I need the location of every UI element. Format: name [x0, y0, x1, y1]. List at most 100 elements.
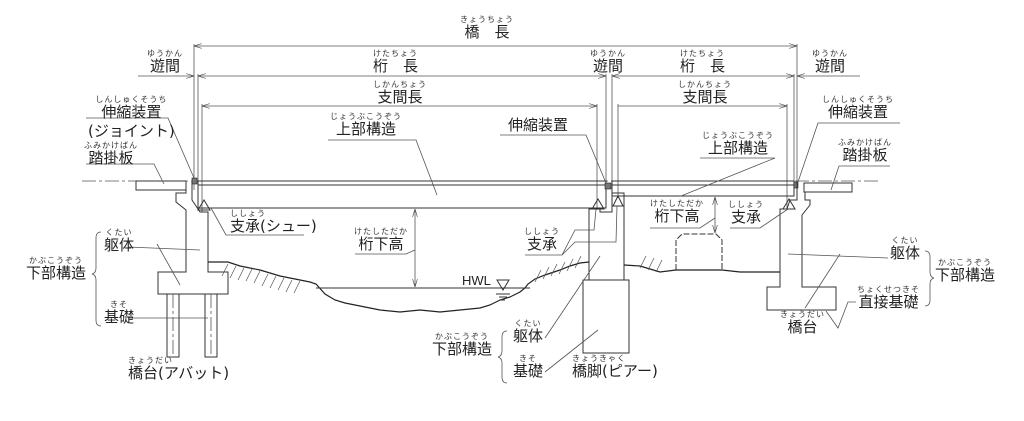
girder-right — [611, 180, 795, 197]
label-body-left: くたい 躯体 — [104, 229, 134, 253]
ruby: けたしただか — [650, 199, 704, 208]
main-text: 桁 長 — [680, 57, 726, 75]
label-span-length-right: しかんちょう 支間長 — [678, 81, 732, 105]
label-expansion-joint-left: しんしゅくそうち 伸縮装置 (ジョイント) — [88, 96, 175, 139]
brace-left — [91, 231, 102, 327]
label-span-length-left: しかんちょう 支間長 — [373, 81, 427, 105]
ruby: しかんちょう — [678, 80, 732, 89]
ruby: きょうきゃく — [572, 354, 626, 363]
main-text: 遊間 — [814, 57, 845, 75]
main-text: 橋台(アバット) — [128, 364, 230, 382]
ruby: けたちょう — [680, 49, 725, 58]
pier-shape — [582, 192, 630, 354]
main-text: 下部構造 — [935, 266, 996, 284]
label-bridge-length: きょうちょう 橋 長 — [460, 16, 514, 40]
main-text: 伸縮装置 — [101, 103, 162, 121]
ruby: ちょくせつきそ — [857, 285, 920, 294]
abutment-left-shape — [157, 181, 229, 358]
ruby: ししょう — [230, 209, 266, 218]
ruby: ゆうかん — [590, 49, 626, 58]
label-foundation-center: きそ 基礎 — [513, 355, 543, 379]
main-text: 橋台 — [787, 318, 818, 336]
label-bearing-right: ししょう 支承 — [728, 201, 764, 225]
label-expansion-joint-center: 伸縮装置 — [508, 118, 568, 133]
ruby: かぶこうぞう — [938, 258, 992, 267]
main-text: 躯体 — [890, 244, 921, 262]
label-approach-slab-left: ふみかけばん 踏掛板 — [84, 142, 138, 166]
main-text: 伸縮装置 — [827, 103, 888, 121]
label-substructure-left: かぶこうぞう 下部構造 — [26, 257, 86, 281]
ruby: しかんちょう — [373, 80, 427, 89]
main-text: 伸縮装置 — [508, 116, 569, 134]
ruby: ししょう — [728, 200, 764, 209]
ruby: くたい — [105, 228, 133, 237]
label-bearing-center: ししょう 支承 — [524, 228, 560, 252]
label-clearance-left: ゆうかん 遊間 — [147, 50, 183, 74]
label-body-center: くたい 躯体 — [513, 320, 543, 344]
main-text: 桁下高 — [358, 235, 404, 253]
label-girder-length-right: けたちょう 桁 長 — [680, 50, 725, 74]
label-spread-foundation: ちょくせつきそ 直接基礎 — [857, 286, 920, 310]
label-substructure-center: かぶこうぞう 下部構造 — [432, 333, 492, 357]
main-text: 躯体 — [513, 327, 544, 345]
abutment-right-shape — [766, 181, 837, 311]
label-substructure-right: かぶこうぞう 下部構造 — [935, 259, 995, 283]
label-clearance-height-right: けたしただか 桁下高 — [650, 200, 704, 224]
braces — [91, 231, 935, 384]
label-girder-length-left: けたちょう 桁 長 — [373, 50, 418, 74]
approach-slab-left — [135, 180, 187, 191]
ruby: きょうだい — [780, 310, 825, 319]
label-clearance-right: ゆうかん 遊間 — [812, 50, 848, 74]
label-superstructure-right: じょうぶこうぞう 上部構造 — [702, 132, 774, 156]
main-text: 支間長 — [682, 88, 728, 106]
label-expansion-joint-right: しんしゅくそうち 伸縮装置 — [822, 96, 894, 120]
ruby: きそ — [519, 354, 537, 363]
main-text: 踏掛板 — [842, 146, 888, 164]
label-clearance-center: ゆうかん 遊間 — [590, 50, 626, 74]
ruby: ゆうかん — [147, 49, 183, 58]
joint-right — [793, 181, 799, 189]
ruby: かぶこうぞう — [29, 256, 83, 265]
main-text: 基礎 — [513, 362, 544, 380]
label-approach-slab-right: ふみかけばん 踏掛板 — [838, 139, 892, 163]
ruby: けたしただか — [354, 227, 408, 236]
main-text: 基礎 — [104, 308, 135, 326]
label-abutment-right: きょうだい 橋台 — [780, 311, 825, 335]
ruby: じょうぶこうぞう — [702, 131, 774, 140]
main-text: 桁 長 — [373, 57, 419, 75]
label-abutment-left: きょうだい 橋台(アバット) — [128, 357, 229, 381]
main-text: 下部構造 — [432, 340, 493, 358]
ruby: きょうだい — [128, 356, 173, 365]
main-text: 上部構造 — [707, 139, 768, 157]
joint-left — [191, 177, 198, 185]
sub-text: (ジョイント) — [88, 122, 175, 140]
ruby: ふみかけばん — [84, 141, 138, 150]
label-superstructure-left: じょうぶこうぞう 上部構造 — [330, 113, 402, 137]
ruby: けたちょう — [373, 49, 418, 58]
main-text: 躯体 — [104, 236, 135, 254]
main-text: 遊間 — [149, 57, 180, 75]
leader-lines — [86, 117, 900, 373]
ruby: きょうちょう — [460, 15, 514, 24]
main-text: 遊間 — [592, 57, 623, 75]
joint-center — [604, 182, 612, 190]
label-bearing-shoe: ししょう 支承(シュー) — [230, 210, 317, 234]
girder-left — [197, 180, 607, 209]
main-text: 橋脚(ピアー) — [572, 362, 658, 380]
ground — [208, 255, 780, 313]
label-clearance-height-left: けたしただか 桁下高 — [354, 228, 408, 252]
ruby: くたい — [514, 319, 542, 328]
main-text: 支承(シュー) — [230, 217, 317, 235]
ruby: しんしゅくそうち — [95, 95, 168, 104]
approach-slab-right — [803, 182, 853, 193]
ruby: ししょう — [524, 227, 560, 236]
label-hwl: HWL — [462, 273, 491, 288]
brace-right — [924, 250, 935, 307]
superstructure — [191, 177, 799, 209]
ruby: じょうぶこうぞう — [330, 112, 402, 121]
ruby: しんしゅくそうち — [822, 95, 894, 104]
main-text: 桁下高 — [654, 207, 700, 225]
label-pier: きょうきゃく 橋脚(ピアー) — [572, 355, 658, 379]
ruby: ふみかけばん — [838, 138, 892, 147]
